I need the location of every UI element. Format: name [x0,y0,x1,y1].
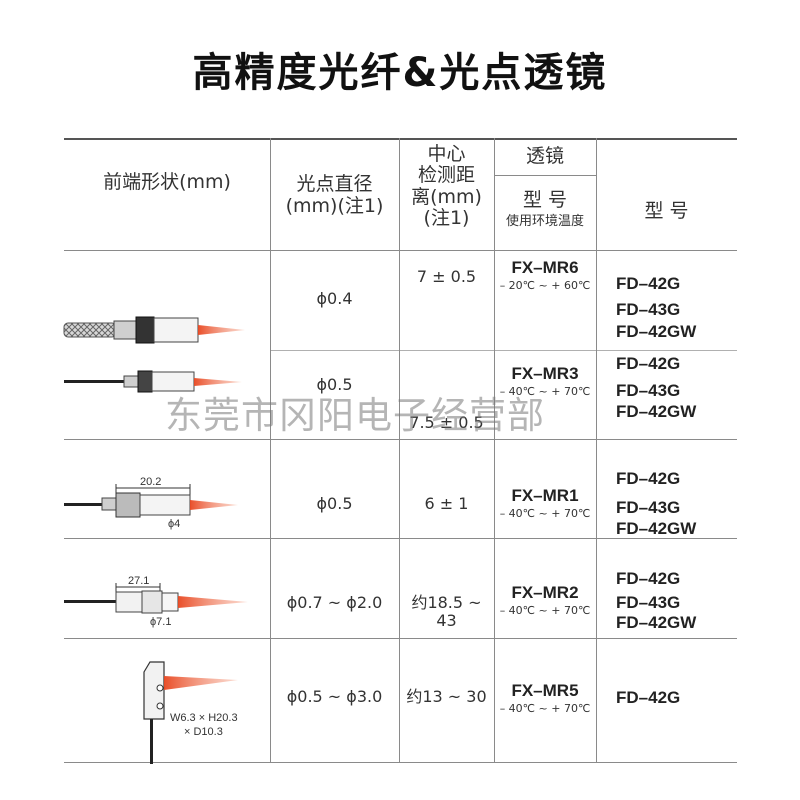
braided-cable [63,322,117,338]
header-spot-diameter: 光点直径 (mm)(注1) [285,173,384,217]
lens-row-4: FX–MR2 – 40℃ ~ + 70℃ [494,583,596,617]
lens-model-row-4: FX–MR2 [511,583,579,602]
table-top-rule [64,138,737,140]
header-bottom-rule [64,250,737,251]
probe-2-connector [123,375,139,388]
probe-3-lens [139,494,191,516]
row-rule-3 [64,638,737,639]
lens-temp-row-2: – 40℃ ~ + 70℃ [499,385,591,398]
probe-3-cable [64,503,104,506]
probe-2-nut [137,370,153,393]
probe-4-beam [178,596,248,608]
lens-row-2: FX–MR3 – 40℃ ~ + 70℃ [494,364,596,398]
probe-3-body [115,492,141,518]
probe-4-lens [161,592,179,612]
model-row-4-b: FD–43G [616,593,681,612]
model-row-1-a: FD–42G [616,274,681,293]
model-row-3-c: FD–42GW [616,519,697,538]
col-rule-4 [596,138,597,762]
lens-model-row-1: FX–MR6 [511,258,579,277]
model-row-3-b: FD–43G [616,498,681,517]
probe-5-dim-label-a: W6.3 × H20.3 [170,712,238,724]
col-rule-3 [494,138,495,762]
lens-model-row-2: FX–MR3 [511,364,579,383]
probe-1-nut [135,316,155,344]
header-lens-temp: 使用环境温度 [505,214,584,229]
model-row-5-a: FD–42G [616,688,681,707]
probe-2-cable [64,380,126,383]
probe-4-cable [64,600,118,603]
lens-temp-row-5: – 40℃ ~ + 70℃ [499,702,591,715]
header-shape: 前端形状(mm) [103,171,231,193]
probe-5-drawing: W6.3 × H20.3 × D10.3 [143,661,238,764]
probe-1-lens [153,317,199,343]
probe-2-drawing [64,370,242,393]
header-model: 型 号 [644,200,689,222]
spec-table: 前端形状(mm) 光点直径 (mm)(注1) 中心 检测距 离(mm) (注1)… [64,138,737,764]
probe-3-beam [190,500,238,510]
probe-5-dim-label-b: × D10.3 [184,726,223,738]
row-subrule [270,350,737,351]
probe-4-drawing: 27.1 ϕ7.1 [64,575,248,628]
lens-temp-row-4: – 40℃ ~ + 70℃ [499,604,591,617]
distance-row-2: 7.5 ± 0.5 [409,413,484,432]
distance-row-5: 约13 ~ 30 [406,687,487,706]
probe-1-drawing [63,316,245,344]
distance-row-4: 约18.5 ~ 43 [411,593,482,631]
model-row-1-b: FD–43G [616,300,681,319]
lens-temp-row-1: – 20℃ ~ + 60℃ [499,279,591,292]
spot-row-5: ϕ0.5 ~ ϕ3.0 [286,687,383,706]
probe-1-beam [198,325,245,335]
row-rule-1 [64,439,737,440]
probe-2-beam [194,378,242,386]
watermark: 东莞市冈阳电子经营部 [165,394,545,437]
model-row-1-c: FD–42GW [616,322,697,341]
distance-row-1: 7 ± 0.5 [416,267,477,286]
col-rule-2 [399,138,400,762]
probe-3-length-label: 20.2 [140,476,161,488]
spot-row-1: ϕ0.4 [316,289,353,308]
page-title: 高精度光纤&光点透镜 [192,50,608,96]
model-row-2-c: FD–42GW [616,402,697,421]
probe-3-drawing: 20.2 ϕ4 [64,476,238,530]
lens-temp-row-3: – 40℃ ~ + 70℃ [499,507,591,520]
probe-5-cable [150,719,153,764]
model-row-2-b: FD–43G [616,381,681,400]
probe-4-diameter-label: ϕ7.1 [150,616,171,628]
probe-4-body [115,591,143,613]
header-center-distance: 中心 检测距 离(mm) (注1) [411,143,482,229]
spot-row-3: ϕ0.5 [316,494,353,513]
col-rule-1 [270,138,271,762]
lens-row-1: FX–MR6 – 20℃ ~ + 60℃ [494,258,596,292]
model-row-4-c: FD–42GW [616,613,697,632]
probe-3-diameter-label: ϕ4 [168,518,180,530]
model-row-3-a: FD–42G [616,469,681,488]
probe-4-length-label: 27.1 [128,575,149,587]
header-lens-model: 型 号 [522,189,568,211]
lens-model-row-3: FX–MR1 [511,486,579,505]
spot-row-2: ϕ0.5 [316,375,353,394]
table-bottom-rule [64,762,737,763]
lens-row-3: FX–MR1 – 40℃ ~ + 70℃ [494,486,596,520]
lens-sub-rule [494,175,596,176]
spot-row-4: ϕ0.7 ~ ϕ2.0 [286,593,383,612]
probe-1-connector [113,320,137,340]
model-row-2-a: FD–42G [616,354,681,373]
header-lens: 透镜 [525,145,564,167]
lens-model-row-5: FX–MR5 [511,681,579,700]
probe-5-beam [164,676,238,690]
model-row-4-a: FD–42G [616,569,681,588]
lens-row-5: FX–MR5 – 40℃ ~ + 70℃ [494,681,596,715]
row-rule-2 [64,538,737,539]
distance-row-3: 6 ± 1 [424,494,469,513]
